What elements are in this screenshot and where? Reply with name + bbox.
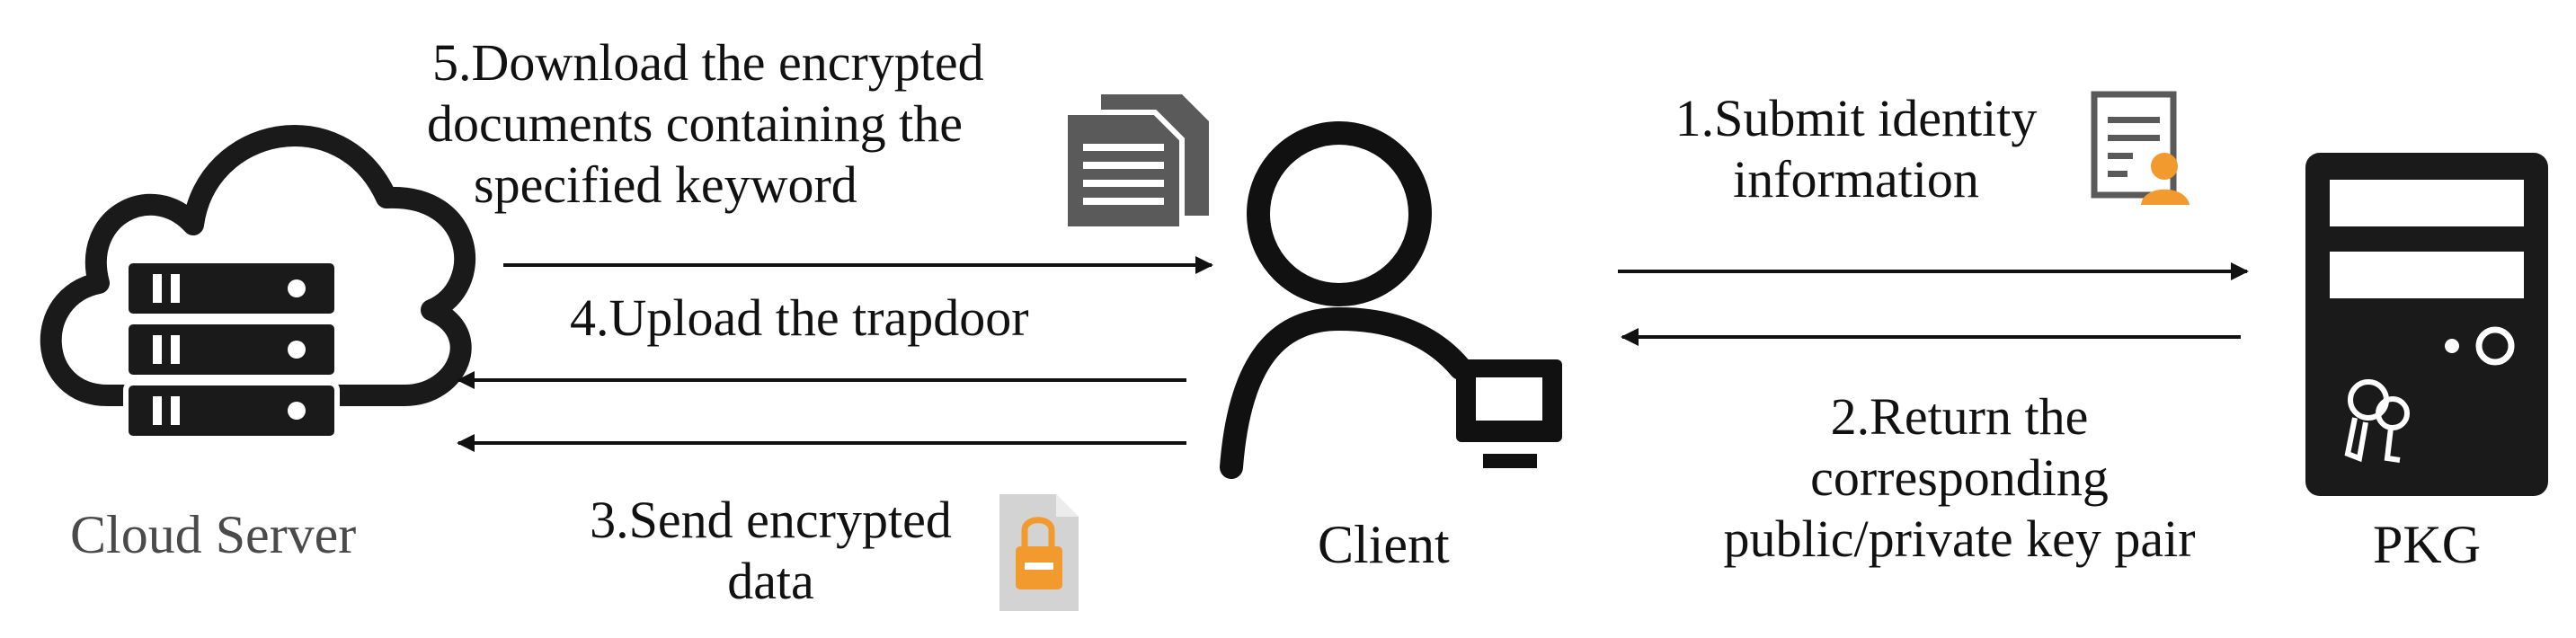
step1-line2: information xyxy=(1733,150,1979,208)
user-icon xyxy=(1220,121,1472,479)
step4-label: 4.Upload the trapdoor xyxy=(570,288,1029,349)
step3-line2: data xyxy=(727,552,814,610)
step2-line2: corresponding xyxy=(1810,448,2109,507)
step2-label: 2.Return the corresponding public/privat… xyxy=(1663,386,2256,570)
monitor-icon xyxy=(1456,359,1562,468)
step3-line1: 3.Send encrypted xyxy=(590,491,952,549)
pkg-label: PKG xyxy=(2373,515,2482,574)
keys-icon xyxy=(2344,379,2410,463)
step5-label: 5.Download the encrypted documents conta… xyxy=(427,32,1110,216)
client-label: Client xyxy=(1318,515,1450,574)
step2-line3: public/private key pair xyxy=(1723,510,2196,568)
cloud-server-label: Cloud Server xyxy=(70,505,357,564)
step3-label: 3.Send encrypted data xyxy=(553,490,989,612)
documents-icon xyxy=(1062,94,1209,232)
step4-line1: 4.Upload the trapdoor xyxy=(570,288,1029,347)
identity-card-icon xyxy=(2091,91,2190,205)
step5-line1: 5.Download the encrypted xyxy=(432,33,984,92)
step5-line3: specified keyword xyxy=(474,155,857,214)
cloud-server-icon xyxy=(40,125,476,441)
pkg-server-icon xyxy=(2305,153,2548,496)
step2-line1: 2.Return the xyxy=(1830,387,2089,446)
step1-label: 1.Submit identity information xyxy=(1645,88,2067,210)
encrypted-file-icon xyxy=(999,494,1079,611)
step1-line1: 1.Submit identity xyxy=(1674,89,2038,147)
step5-line2: documents containing the xyxy=(427,94,963,153)
